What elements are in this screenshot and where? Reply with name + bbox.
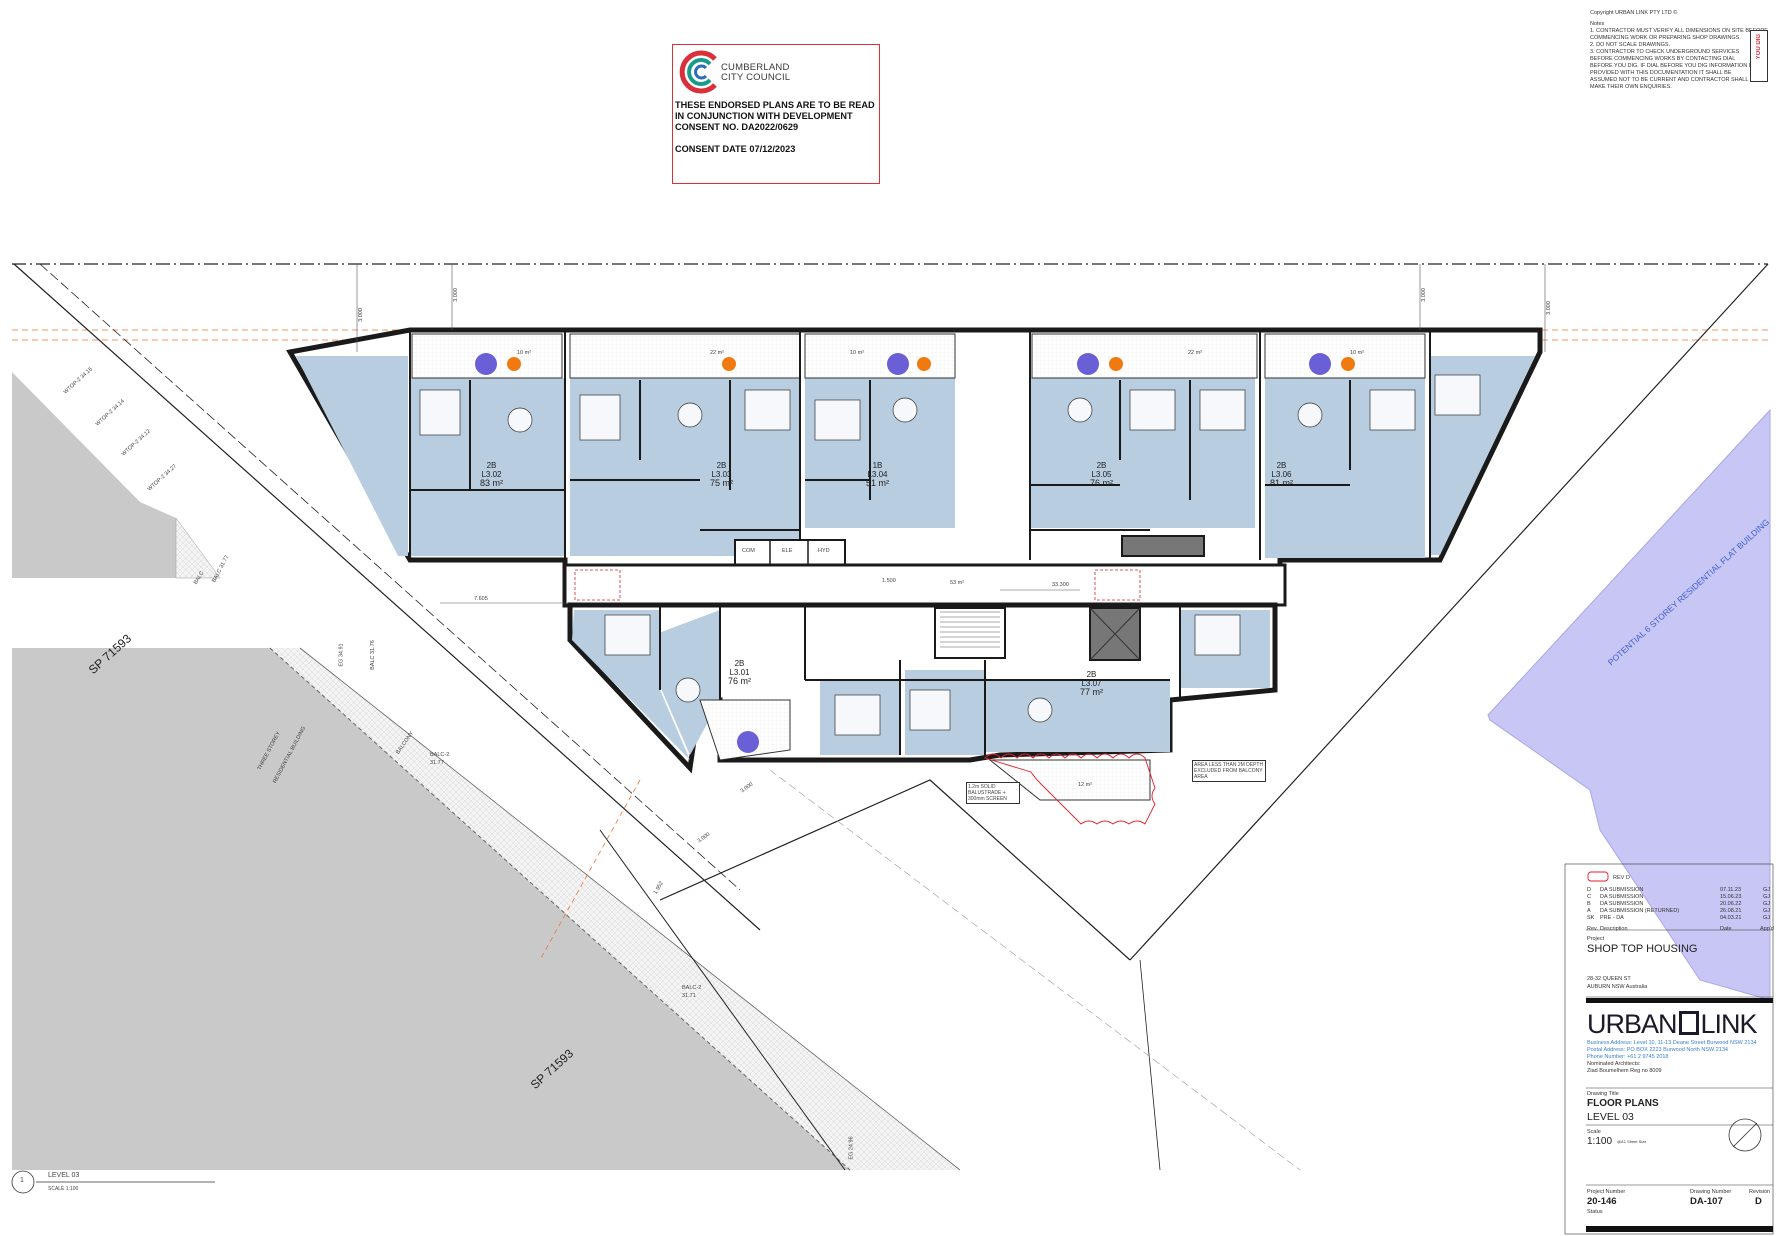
unit-label-l307: 2B L3.07 77 m² [1080, 670, 1104, 697]
brand-mark-icon [1678, 1011, 1699, 1035]
project-label: Project [1587, 936, 1605, 942]
general-notes: Copyright URBAN LINK PTY LTD © Notes 1. … [1590, 10, 1776, 91]
note-line: MAKE THEIR OWN ENQUIRIES. [1590, 84, 1672, 90]
notes-heading: Notes [1590, 21, 1605, 27]
consent-date: CONSENT DATE 07/12/2023 [675, 144, 796, 154]
balcony-area: 10 m² [517, 350, 532, 356]
dial-before-you-dig-logo: YOU DIG [1750, 30, 1768, 82]
business-address: Business Address: Level 10, 11-13 Deane … [1587, 1040, 1757, 1046]
scale-note: @A1 Sheet Size [1617, 1139, 1647, 1144]
rev-cloud-label: REV D [1613, 875, 1630, 881]
dimension-label: 1.500 [882, 578, 896, 584]
dimension-label: 3.000 [1420, 288, 1427, 302]
note-line: BEFORE YOU DIG. IF DIAL BEFORE YOU DIG I… [1590, 63, 1754, 69]
note-line: COMMENCING WORK OR PREPARING SHOP DRAWIN… [1590, 35, 1741, 41]
unit-label-l301: 2B L3.01 76 m² [728, 659, 752, 686]
corridor-area: 53 m² [950, 580, 965, 586]
brand-urban: URBAN [1587, 1009, 1678, 1039]
council-logo-icon [679, 50, 717, 94]
service-room-hyd: HYD [818, 548, 830, 554]
balc-c2-value-b: 31.71 [682, 993, 696, 999]
scale-value: 1:100 [1587, 1136, 1613, 1147]
balustrade-note: 1.2m SOLID BALUSTRADE + 300mm SCREEN [966, 782, 1020, 804]
balcony-l307 [988, 759, 1151, 801]
drawing-title-1: FLOOR PLANS [1587, 1098, 1659, 1109]
balcony-area: 10 m² [850, 350, 865, 356]
balcony-area-note: AREA LESS THAN 2M DEPTH EXCLUDED FROM BA… [1192, 760, 1266, 782]
unit-label-l305: 2B L3.05 76 m² [1090, 461, 1114, 488]
nominated-label: Nominated Architects: [1587, 1061, 1641, 1067]
balc-c2-value-a: 31.77 [430, 760, 444, 766]
dimension-label: 3.000 [452, 288, 459, 302]
postal-address: Postal Address: PO BOX 2223 Burwood Nort… [1587, 1047, 1728, 1053]
stamp-line3: CONSENT NO. DA2022/0629 [675, 122, 799, 132]
sustainability-icons [475, 353, 1355, 753]
note-line: 2. DO NOT SCALE DRAWINGS. [1590, 42, 1671, 48]
revision-value: D [1755, 1196, 1762, 1207]
neighbour-building-bottom [12, 648, 850, 1170]
service-room-com: COM [742, 548, 755, 554]
project-name: SHOP TOP HOUSING [1587, 943, 1698, 955]
balcony-area: 10 m² [1350, 350, 1365, 356]
dimension-label: 3.000 [1545, 301, 1552, 315]
unit-label-l306: 2B L3.06 81 m² [1270, 461, 1294, 488]
brand-link: LINK [1700, 1009, 1758, 1039]
balcony-area: 22 m² [710, 350, 725, 356]
drawing-title-2: LEVEL 03 [1587, 1111, 1634, 1123]
balc-c2-label-a: BALC-2 [430, 752, 450, 758]
note-line: 1. CONTRACTOR MUST VERIFY ALL DIMENSIONS… [1590, 28, 1768, 34]
dimension-label: 33.300 [1052, 582, 1069, 588]
stamp-line2: IN CONJUNCTION WITH DEVELOPMENT [675, 111, 853, 121]
unit-label-l302: 2B L3.02 83 m² [480, 461, 504, 488]
address-line2: AUBURN NSW Australia [1587, 984, 1648, 990]
level-label: BALC 31.76 [369, 640, 376, 670]
council-endorsement-stamp: CUMBERLAND CITY COUNCIL THESE ENDORSED P… [672, 44, 880, 184]
neighbour-building-top [12, 372, 176, 578]
copyright-text: Copyright URBAN LINK PTY LTD © [1590, 10, 1678, 16]
balc-c2-label-b: BALC-2 [682, 985, 702, 991]
revision-label: Revision [1749, 1189, 1771, 1195]
drawing-ref-number: 1 [20, 1177, 24, 1184]
project-number-label: Project Number [1587, 1189, 1626, 1195]
architect-name: Ziad Boumelhem Reg no 8009 [1587, 1068, 1662, 1074]
stamp-line1: THESE ENDORSED PLANS ARE TO BE READ [675, 100, 875, 110]
scale-label: Scale [1587, 1129, 1601, 1135]
council-name-line2: CITY COUNCIL [721, 72, 791, 83]
unit-label-l303: 2B L3.03 75 m² [710, 461, 734, 488]
unit-label-l304: 1B L3.04 51 m² [866, 461, 890, 488]
title-block: REV D D DA SUBMISSION 07.11.23 GJ C DA S… [1587, 875, 1774, 1215]
balcony-area: 12 m² [1078, 782, 1093, 788]
service-room-ele: ELE [782, 548, 793, 554]
note-line: BEFORE COMMENCING WORKS BY CONTACTING DI… [1590, 56, 1736, 62]
balcony-area: 22 m² [1188, 350, 1203, 356]
drawing-ref-scale: SCALE 1:100 [48, 1186, 79, 1192]
drawing-number: DA-107 [1690, 1196, 1723, 1207]
level-label: EG 24.96 [848, 1136, 855, 1160]
brand-logo: URBAN LINK [1587, 1009, 1758, 1040]
phone-number: Phone Number: +61 2 9745 2018 [1587, 1054, 1669, 1060]
council-name-line1: CUMBERLAND [721, 62, 790, 73]
note-line: PROVIDED WITH THIS DOCUMENTATION IT SHAL… [1590, 70, 1732, 76]
drawing-number-label: Drawing Number [1690, 1189, 1732, 1195]
dimension-label: 7.605 [474, 596, 488, 602]
status-label: Status [1587, 1209, 1603, 1215]
potential-building-area [1487, 408, 1771, 1001]
note-line: 3. CONTRACTOR TO CHECK UNDERGROUND SERVI… [1590, 49, 1740, 55]
project-number: 20-146 [1587, 1196, 1617, 1207]
note-line: ASSUMED NOT TO BE CURRENT AND CONTRACTOR… [1590, 77, 1749, 83]
address-line1: 28-32 QUEEN ST [1587, 976, 1631, 982]
drawing-title-label: Drawing Title [1587, 1091, 1619, 1097]
dimension-label: 3.000 [357, 308, 364, 322]
drawing-ref-title: LEVEL 03 [48, 1172, 80, 1179]
level-label: EG 34.91 [338, 643, 345, 667]
